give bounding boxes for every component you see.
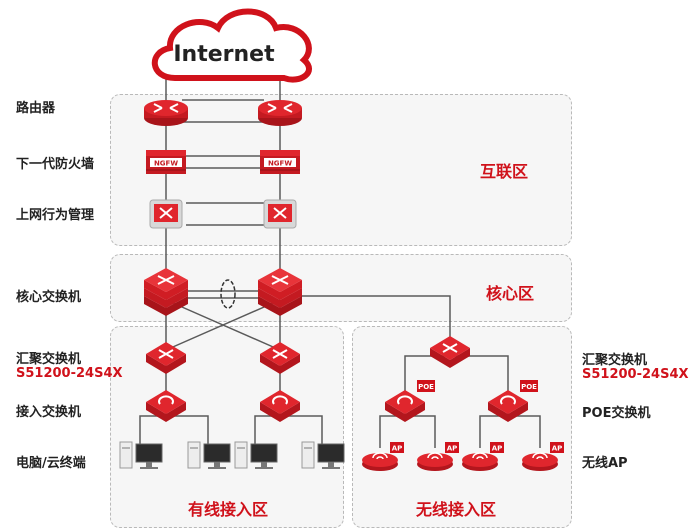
router-icon-right: [257, 99, 303, 127]
connection-lines: [139, 72, 541, 448]
label-core-switch: 核心交换机: [16, 290, 82, 305]
label-access-switch: 接入交换机: [16, 405, 82, 420]
internet-cloud-label: Internet: [173, 42, 275, 67]
ap-icon-2: [416, 441, 460, 472]
label-wireless-ap: 无线AP: [582, 456, 628, 471]
pc-icon-4: [301, 441, 345, 470]
label-behavior-management: 上网行为管理: [16, 208, 95, 223]
wired-zone-label: 有线接入区: [188, 500, 269, 519]
pc-icon-2: [187, 441, 231, 470]
wireless-zone-label: 无线接入区: [416, 500, 497, 519]
ap-icon-3: [461, 441, 505, 472]
label-aggregation-model-right: S51200-24S4X: [582, 367, 689, 382]
label-firewall: 下一代防火墙: [16, 157, 95, 172]
core-zone-label: 核心区: [486, 284, 535, 303]
aggregation-switch-icon-wireless: [429, 335, 471, 369]
access-switch-icon-right: [259, 389, 301, 423]
label-terminal: 电脑/云终端: [16, 456, 86, 471]
stack-link-ellipse: [220, 279, 236, 309]
label-aggregation-switch-left: 汇聚交换机: [16, 352, 82, 367]
label-poe-switch: POE交换机: [582, 406, 651, 421]
access-switch-icon-left: [145, 389, 187, 423]
internet-zone-label: 互联区: [480, 162, 529, 181]
firewall-icon-left: [145, 149, 187, 175]
pc-icon-3: [234, 441, 278, 470]
pc-icon-1: [119, 441, 163, 470]
ap-icon-1: [361, 441, 405, 472]
aggregation-switch-icon-right: [259, 341, 301, 375]
core-switch-icon-left: [143, 267, 189, 317]
label-aggregation-model-left: S51200-24S4X: [16, 366, 123, 381]
router-icon-left: [143, 99, 189, 127]
firewall-icon-right: [259, 149, 301, 175]
ap-icon-4: [521, 441, 565, 472]
behavior-management-icon-left: [149, 199, 183, 229]
label-router: 路由器: [16, 101, 56, 116]
behavior-management-icon-right: [263, 199, 297, 229]
aggregation-switch-icon-left: [145, 341, 187, 375]
internet-cloud: Internet: [151, 8, 312, 83]
label-aggregation-switch-right: 汇聚交换机: [582, 353, 648, 368]
core-switch-icon-right: [257, 267, 303, 317]
